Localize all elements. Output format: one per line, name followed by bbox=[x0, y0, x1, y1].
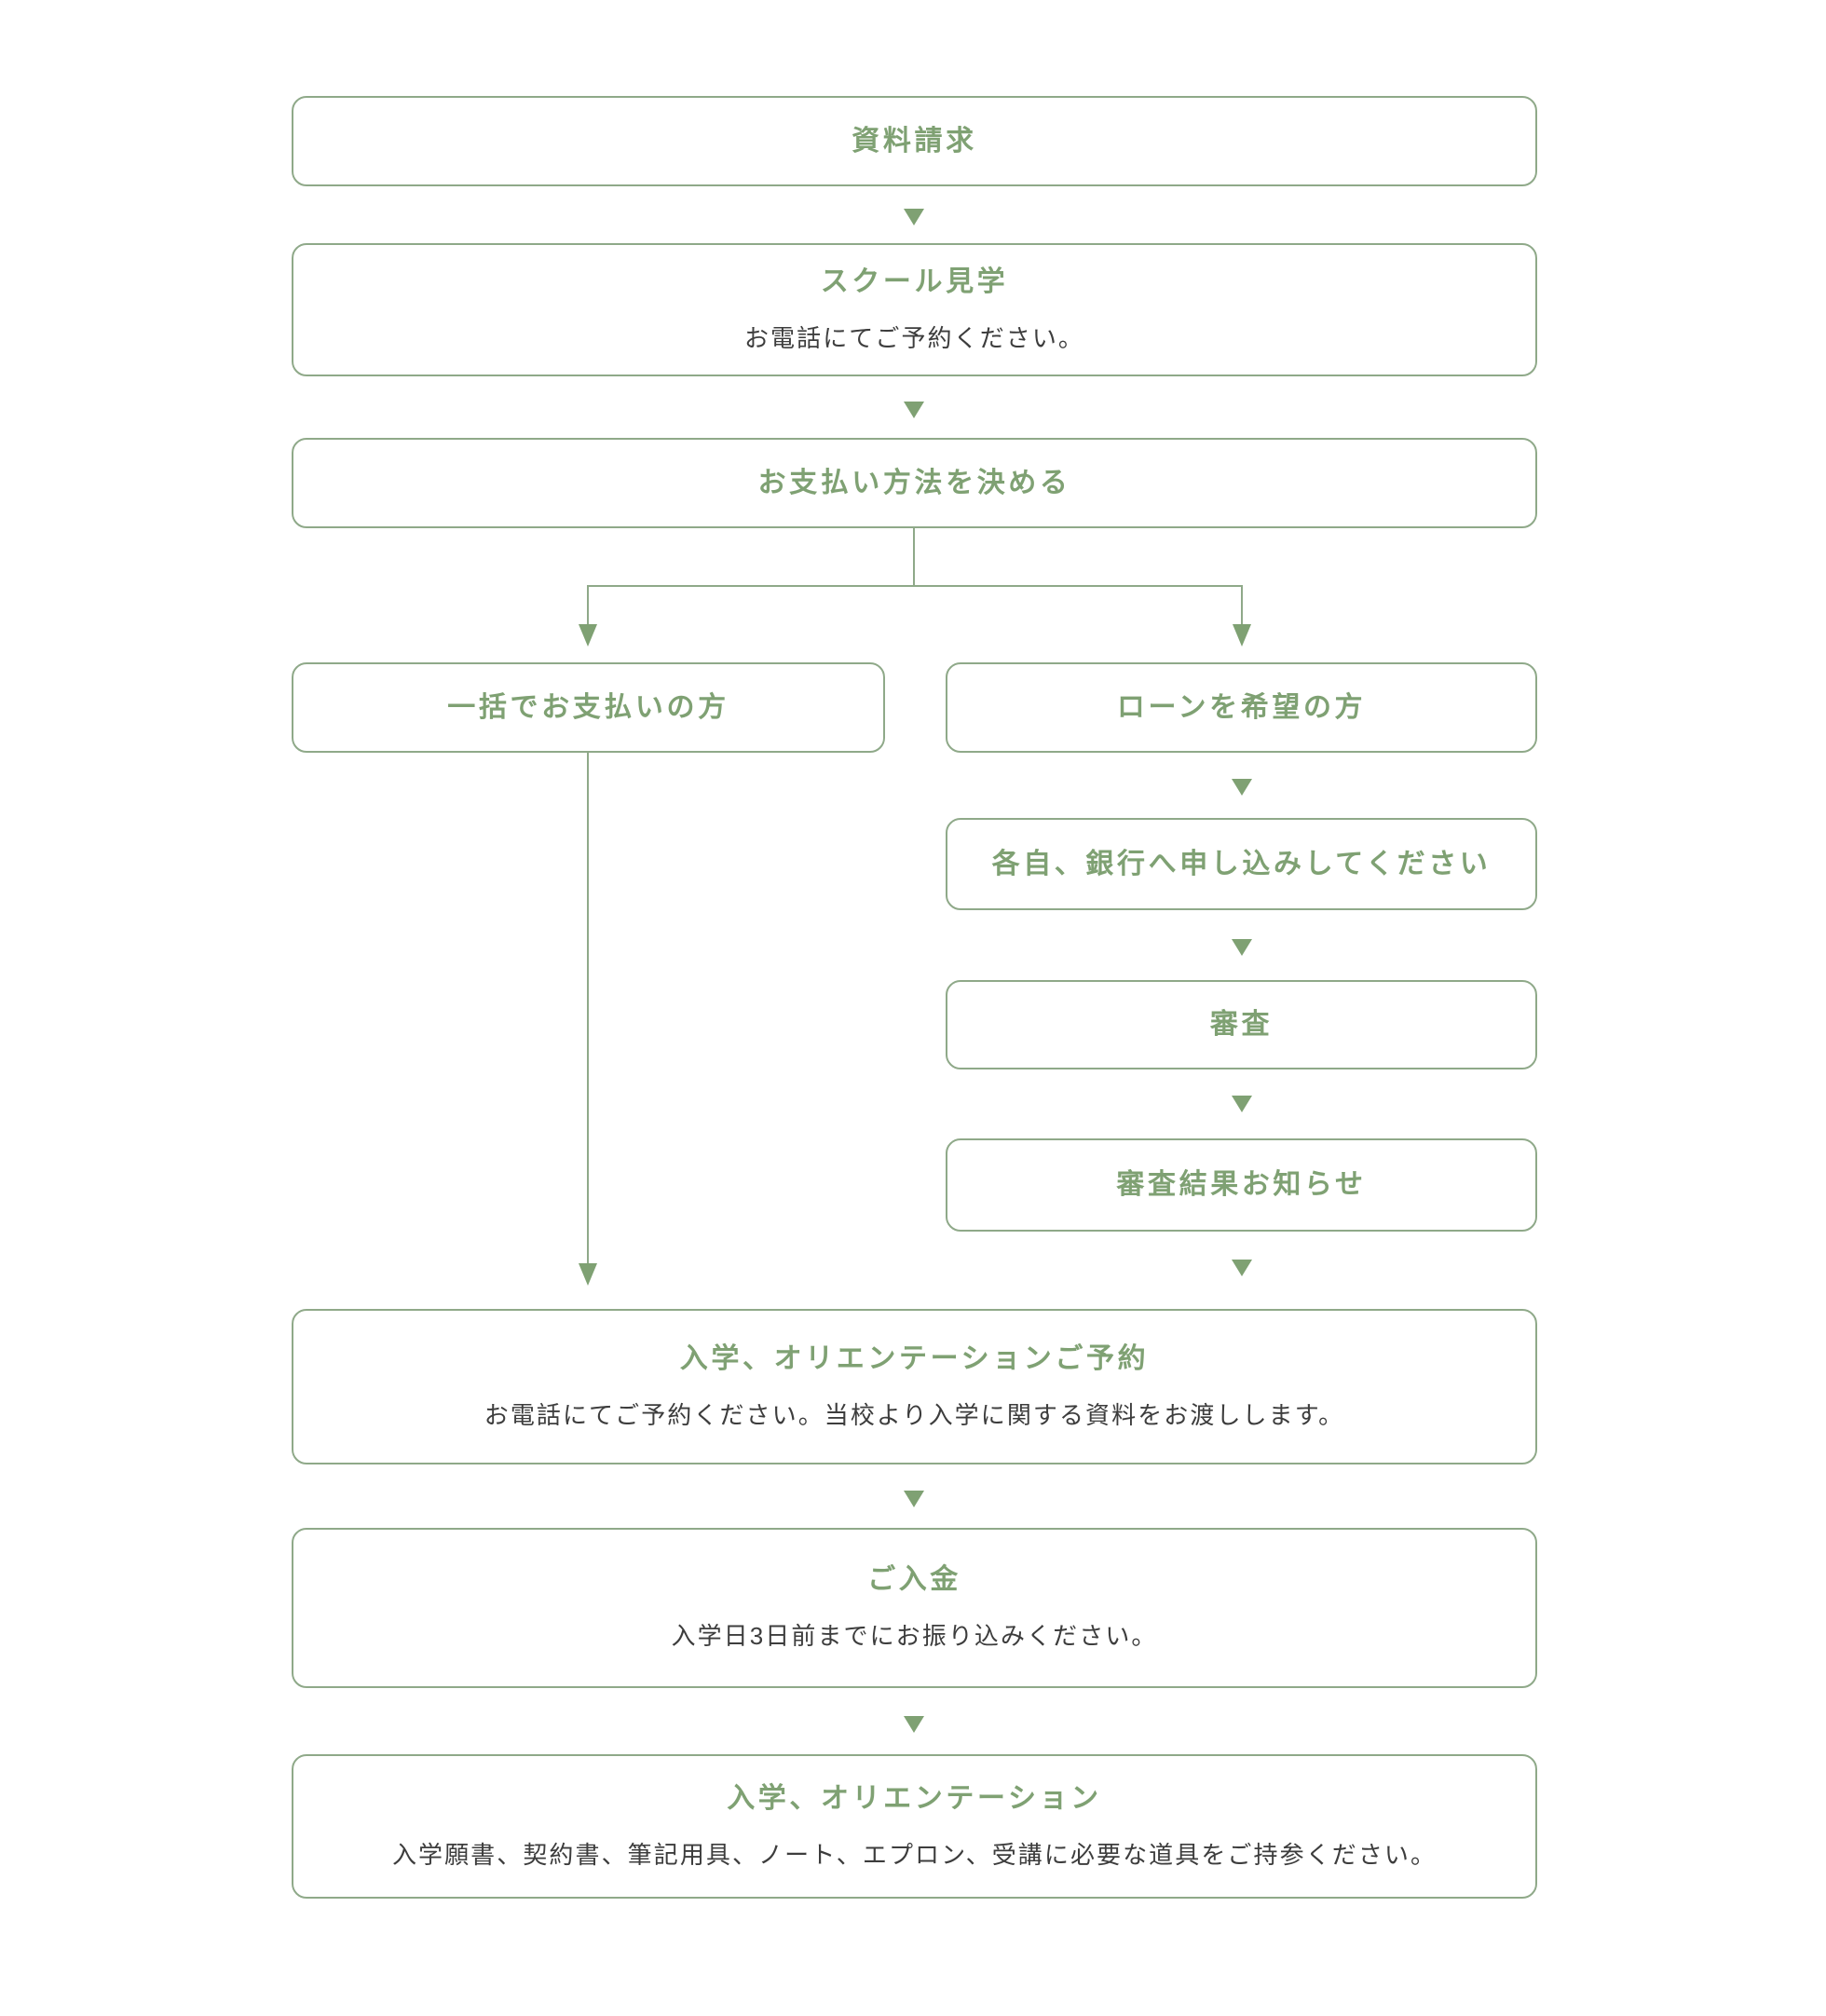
branch-loan-box: ローンを希望の方 bbox=[946, 662, 1537, 753]
orientation-reserve-title: 入学、オリエンテーションご予約 bbox=[679, 1342, 1150, 1374]
down-arrowhead-icon bbox=[579, 624, 597, 647]
branch-lump-sum-title: 一括でお支払いの方 bbox=[447, 691, 729, 723]
screening-box: 審査 bbox=[946, 980, 1537, 1069]
step-request-title: 資料請求 bbox=[852, 125, 977, 157]
payment-box: ご入金 入学日3日前までにお振り込みください。 bbox=[292, 1528, 1537, 1688]
screening-title: 審査 bbox=[1209, 1009, 1274, 1040]
down-arrow-icon bbox=[904, 1491, 924, 1507]
down-arrowhead-icon bbox=[579, 1263, 597, 1286]
down-arrow-icon bbox=[1232, 779, 1252, 796]
step-tour-box: スクール見学 お電話にてご予約ください。 bbox=[292, 243, 1537, 376]
enrollment-box: 入学、オリエンテーション 入学願書、契約書、筆記用具、ノート、エプロン、受講に必… bbox=[292, 1754, 1537, 1899]
step-tour-title: スクール見学 bbox=[820, 266, 1009, 297]
step-tour-subtitle: お電話にてご予約ください。 bbox=[743, 323, 1085, 352]
step-request-box: 資料請求 bbox=[292, 96, 1537, 186]
orientation-reserve-subtitle: お電話にてご予約ください。当校より入学に関する資料をお渡しします。 bbox=[484, 1400, 1345, 1429]
step-decide-payment-box: お支払い方法を決める bbox=[292, 438, 1537, 528]
down-arrow-icon bbox=[904, 402, 924, 418]
branch-lump-sum-box: 一括でお支払いの方 bbox=[292, 662, 885, 753]
loan-apply-box: 各自、銀行へ申し込みしてください bbox=[946, 818, 1537, 910]
down-arrow-icon bbox=[1232, 939, 1252, 956]
branch-connector-right bbox=[1241, 585, 1243, 626]
enrollment-subtitle: 入学願書、契約書、筆記用具、ノート、エプロン、受講に必要な道具をご持参ください。 bbox=[391, 1840, 1438, 1869]
payment-subtitle: 入学日3日前までにお振り込みください。 bbox=[671, 1622, 1158, 1651]
down-arrowhead-icon bbox=[1233, 624, 1251, 647]
orientation-reserve-box: 入学、オリエンテーションご予約 お電話にてご予約ください。当校より入学に関する資… bbox=[292, 1309, 1537, 1464]
branch-connector-stub bbox=[913, 528, 915, 586]
down-arrow-icon bbox=[904, 1716, 924, 1733]
down-arrow-icon bbox=[1232, 1096, 1252, 1112]
down-arrow-icon bbox=[904, 209, 924, 225]
screening-result-box: 審査結果お知らせ bbox=[946, 1138, 1537, 1232]
branch-loan-title: ローンを希望の方 bbox=[1116, 691, 1367, 723]
screening-result-title: 審査結果お知らせ bbox=[1116, 1169, 1367, 1200]
down-arrow-icon bbox=[1232, 1260, 1252, 1276]
branch-connector-horizontal bbox=[587, 585, 1243, 587]
payment-title: ご入金 bbox=[867, 1564, 961, 1596]
enrollment-title: 入学、オリエンテーション bbox=[727, 1782, 1102, 1814]
loan-apply-title: 各自、銀行へ申し込みしてください bbox=[991, 848, 1492, 879]
branch-connector-left bbox=[587, 585, 589, 626]
step-decide-payment-title: お支払い方法を決める bbox=[757, 467, 1071, 498]
lump-sum-merge-connector bbox=[587, 753, 589, 1265]
